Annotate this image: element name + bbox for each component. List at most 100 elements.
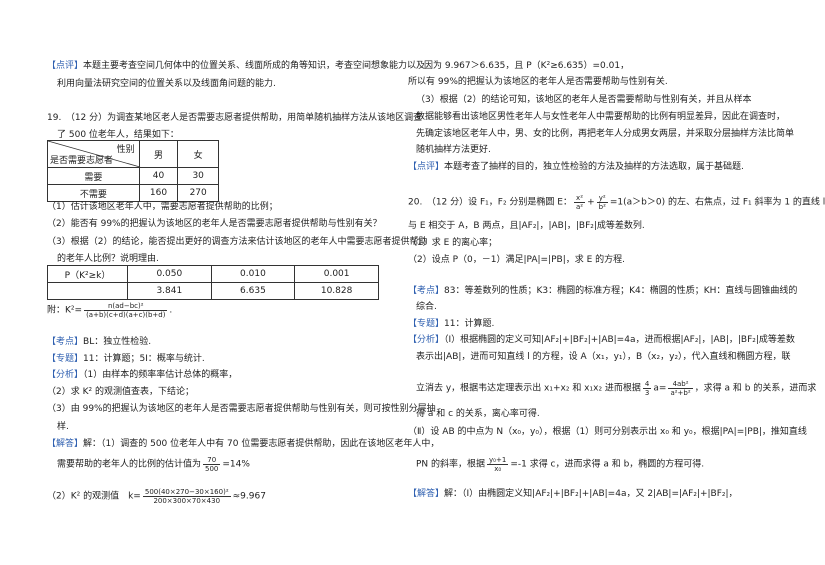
formula-prefix: 附：K²= [47,305,83,316]
k-value: 10.828 [294,282,379,300]
k-value: 6.635 [210,282,296,300]
jieda-text2: 需要帮助的老年人的比例的估计值为 [57,459,202,470]
r-fenxi-text1: （Ⅰ）根据椭圆的定义可知|AF₂|+|BF₂|+|AB|=4a，进而根据|AF₂… [444,335,795,345]
q20-stem-post: =1(a＞b＞0) 的左、右焦点，过 F₁ 斜率为 1 的直线 l [609,197,825,208]
kaodian-line: 【考点】BL：独立性检验. [47,336,151,348]
r-fenxi-line4: 得 a 和 c 的关系，离心率可得. [416,409,540,419]
r-fenxi-tag: 【分析】 [408,335,445,345]
table-row: 3.841 6.635 10.828 [46,282,379,300]
kaodian-text: BL：独立性检验. [83,337,152,347]
frac-den: 3 [644,389,650,397]
k2-denominator: (a+b)(c+d)(a+c)(b+d) [86,311,166,319]
q20-sub2: （2）设点 P（0，－1）满足|PA|=|PB|，求 E 的方程. [408,255,626,265]
frac-den: x₀ [494,465,502,473]
x2-num: x² [573,194,586,203]
q19-sub3-line2: 的老年人比例？说明理由. [57,254,159,264]
y2-num: y² [596,194,608,203]
b2-den: b² [598,203,606,211]
ratio-result: =14% [222,459,250,470]
r-fenxi-text3: 立消去 y，根据韦达定理表示出 x₁+x₂ 和 x₁x₂ 进而根据 [416,383,641,394]
fenxi-line4: 样. [57,422,69,432]
fenxi-line3: （3）由 99%的把握认为该地区的老年人是否需要志愿者提供帮助与性别有关，则可按… [47,404,436,414]
q19-sub1: （1）估计该地区老年人中，需要志愿者提供帮助的比例； [47,202,278,212]
fenxi-tag: 【分析】 [47,370,84,380]
col-header-female: 女 [177,140,219,168]
r-line5: 先确定该地区老年人中，男、女的比例，再把老年人分成男女两层，并采取分层抽样方法比… [416,129,795,139]
review-text-line1: 本题主要考查空间几何体中的位置关系、线面所成的角等知识，考查空间想象能力以及 [83,61,426,71]
jieda-text3: （2）K² 的观测值 k= [47,491,141,502]
q19-sub2: （2）能否有 99%的把握认为该地区的老年人是否需要志愿者提供帮助与性别有关？ [47,219,382,229]
r-fenxi-line5: （Ⅱ）设 AB 的中点为 N（x₀，y₀），根据（1）则可分别表示出 x₀ 和 … [408,427,807,437]
r-zhuanti-line: 【专题】11：计算题. [408,318,494,330]
r-line3: （3）根据（2）的结论可知，该地区的老年人是否需要帮助与性别有关，并且从样本 [416,95,752,105]
jieda-text1: 解：（1）调查的 500 位老年人中有 70 位需要志愿者提供帮助，因此在该地区… [83,439,440,449]
r-fenxi-text6: PN 的斜率，根据 [416,459,486,470]
q20-sub1: （1）求 E 的离心率； [408,238,498,248]
corner-label-need: 是否需要志愿者 [50,156,114,166]
r-line1: 因为 9.967＞6.635，且 P（K²≥6.635）=0.01， [424,61,630,71]
cell-male: 160 [138,184,179,202]
q19-stem-line1: 19. （12 分）为调查某地区老人是否需要志愿者提供帮助，用简单随机抽样方法从… [47,113,423,123]
r-kaodian-line1: 【考点】83：等差数列的性质；K3：椭圆的标准方程；K4：椭圆的性质；KH：直线… [408,285,797,297]
frac-num: y₀+1 [487,456,509,465]
k-value-denominator: 200×300×70×430 [153,497,221,505]
r-fenxi-post6: =-1 求得 c，进而求得 a 和 b，椭圆的方程可得. [510,459,705,470]
table-row: 不需要 160 270 [47,184,219,202]
r-jieda-tag: 【解答】 [408,489,445,499]
r-fenxi-mid: a= [653,383,667,394]
q20-stem-line2: 与 E 相交于 A，B 两点，且|AF₂|，|AB|，|BF₂|成等差数列. [408,221,645,231]
fenxi-line1: 【分析】（1）由样本的频率率估计总体的概率， [47,369,237,381]
frac-den: a²+b² [670,389,691,397]
jieda-line1: 【解答】解：（1）调查的 500 位老年人中有 70 位需要志愿者提供帮助，因此… [47,438,439,450]
row-label: 不需要 [47,184,140,202]
r-jieda-line1: 【解答】解：（Ⅰ）由椭圆定义知|AF₂|+|BF₂|+|AB|=4a，又 2|A… [408,488,738,500]
p-value: 0.010 [210,265,296,283]
r-line2: 所以有 99%的把握认为该地区的老年人是否需要帮助与性别有关. [408,77,668,87]
zhuanti-tag: 【专题】 [47,354,84,364]
r-fenxi-line1: 【分析】（Ⅰ）根据椭圆的定义可知|AF₂|+|BF₂|+|AB|=4a，进而根据… [408,334,795,346]
review-tag: 【点评】 [47,61,84,71]
k-value: 3.841 [127,282,212,300]
critical-value-table: P（K²≥k） 0.050 0.010 0.001 3.841 6.635 10… [46,265,379,300]
table-row: P（K²≥k） 0.050 0.010 0.001 [46,265,379,283]
q19-sub3-line1: （3）根据（2）的结论，能否提出更好的调查方法来估计该地区的老年人中需要志愿者提… [47,237,428,247]
review-note: 【点评】本题主要考查空间几何体中的位置关系、线面所成的角等知识，考查空间想象能力… [47,60,425,72]
survey-table-corner: 性别 是否需要志愿者 [47,140,141,168]
ratio-denominator: 500 [205,465,219,473]
cell-male: 40 [138,167,179,185]
r-zhuanti-tag: 【专题】 [408,319,445,329]
k-label [46,282,129,300]
review-text-line2: 利用向量法研究空间的位置关系以及线面角问题的能力. [57,79,276,89]
r-line6: 随机抽样方法更好. [416,145,491,155]
r-fenxi-post: ，求得 a 和 b 的关系，进而求 [694,383,817,394]
k2-numerator: n(ad−bc)² [84,302,168,311]
col-header-male: 男 [138,140,179,168]
appendix-formula: 附：K²=n(ad−bc)²(a+b)(c+d)(a+c)(b+d). [47,302,173,319]
r-kaodian-text2: 综合. [416,302,437,312]
k-value-result: ≈9.967 [232,491,266,502]
r-kaodian-text1: 83：等差数列的性质；K3：椭圆的标准方程；K4：椭圆的性质；KH：直线与圆锥曲… [444,286,798,296]
r-jieda-text1: 解：（Ⅰ）由椭圆定义知|AF₂|+|BF₂|+|AB|=4a，又 2|AB|=|… [444,489,738,499]
frac-num: 4ab² [668,380,693,389]
frac-num: 4 [642,380,652,389]
r-zhuanti-text: 11：计算题. [444,319,495,329]
corner-label-sex: 性别 [116,145,135,155]
zhuanti-text: 11：计算题；5I：概率与统计. [83,354,205,364]
r-line4: 数据能够看出该地区男性老年人与女性老年人中需要帮助的比例有明显差异，因此在调查时… [416,112,786,122]
r-kaodian-tag: 【考点】 [408,286,445,296]
row-label: 需要 [47,167,140,185]
r-fenxi-line2: 表示出|AB|，进而可知直线 l 的方程，设 A（x₁，y₁），B（x₂，y₂）… [416,352,791,362]
cell-female: 270 [177,184,219,202]
